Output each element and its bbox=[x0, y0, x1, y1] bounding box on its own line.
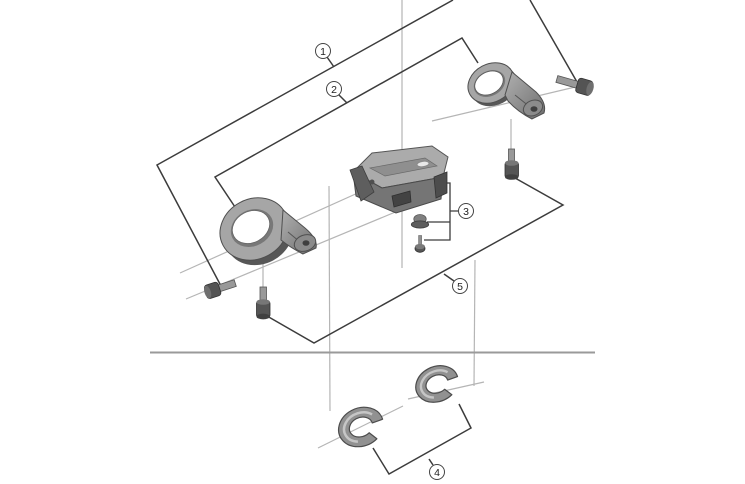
axis-line-spacer-left bbox=[317, 405, 404, 449]
clamp-bolt-right bbox=[504, 148, 519, 180]
mount-bolt-right bbox=[555, 75, 594, 96]
group-outline-1-right bbox=[529, 0, 578, 83]
callout-2: 2 bbox=[326, 81, 342, 97]
mount-bolt-left-head-face bbox=[203, 285, 212, 299]
bracket-screw-dot bbox=[369, 179, 375, 185]
bracket-left-lip bbox=[349, 165, 375, 202]
clamp-band-right-hole bbox=[474, 70, 504, 96]
leader-line-4 bbox=[372, 403, 472, 476]
spacer-clip-left-highlight bbox=[342, 411, 373, 443]
assembly-outline-5 bbox=[266, 177, 565, 344]
bracket-front-face bbox=[352, 171, 444, 214]
clamp-band-left bbox=[219, 197, 317, 266]
clamp-band-right bbox=[467, 62, 546, 120]
clamp-bolt-right-head-bottom bbox=[505, 174, 519, 180]
callout-stub-5 bbox=[443, 273, 455, 282]
fixing-screw-head-top bbox=[415, 243, 425, 250]
bracket-port bbox=[391, 190, 412, 208]
spacer-clip-left bbox=[338, 406, 384, 448]
callout-5: 5 bbox=[452, 278, 468, 294]
spacer-clip-right bbox=[415, 365, 459, 403]
axis-line-right-vertical bbox=[473, 259, 476, 387]
callout-1: 1 bbox=[315, 43, 331, 59]
flange-nut-flange bbox=[410, 220, 430, 229]
callout-stub-2 bbox=[337, 93, 348, 104]
clamp-band-right-barrel-hole bbox=[530, 106, 538, 112]
group-outline-1-left bbox=[155, 0, 454, 287]
mount-bolt-right-head-face bbox=[586, 81, 594, 96]
flange-nut bbox=[410, 214, 430, 229]
callout-3: 3 bbox=[458, 203, 474, 219]
axis-line-left-vertical bbox=[328, 185, 331, 412]
clamp-bolt-left-head-top bbox=[256, 299, 270, 305]
clamp-band-left-hole bbox=[231, 210, 271, 244]
bracket-slot bbox=[416, 160, 430, 168]
bracket-unit bbox=[349, 145, 449, 214]
spacer-clip-right-ring bbox=[415, 365, 459, 403]
mount-bolt-left bbox=[203, 279, 237, 299]
bracket-right-tab bbox=[433, 171, 448, 199]
mount-bolt-right-shaft bbox=[555, 75, 580, 89]
clamp-bolt-left bbox=[256, 286, 271, 320]
callout-stub-1 bbox=[326, 56, 335, 68]
group-outline-2 bbox=[213, 36, 479, 211]
spacer-clip-right-highlight bbox=[419, 369, 449, 399]
clamp-bolt-left-head-bottom bbox=[256, 313, 270, 320]
fixing-screw bbox=[414, 235, 426, 253]
clamp-bolt-right-head-top bbox=[505, 160, 519, 166]
callout-4: 4 bbox=[429, 464, 445, 480]
clamp-band-left-barrel-hole bbox=[302, 240, 310, 246]
